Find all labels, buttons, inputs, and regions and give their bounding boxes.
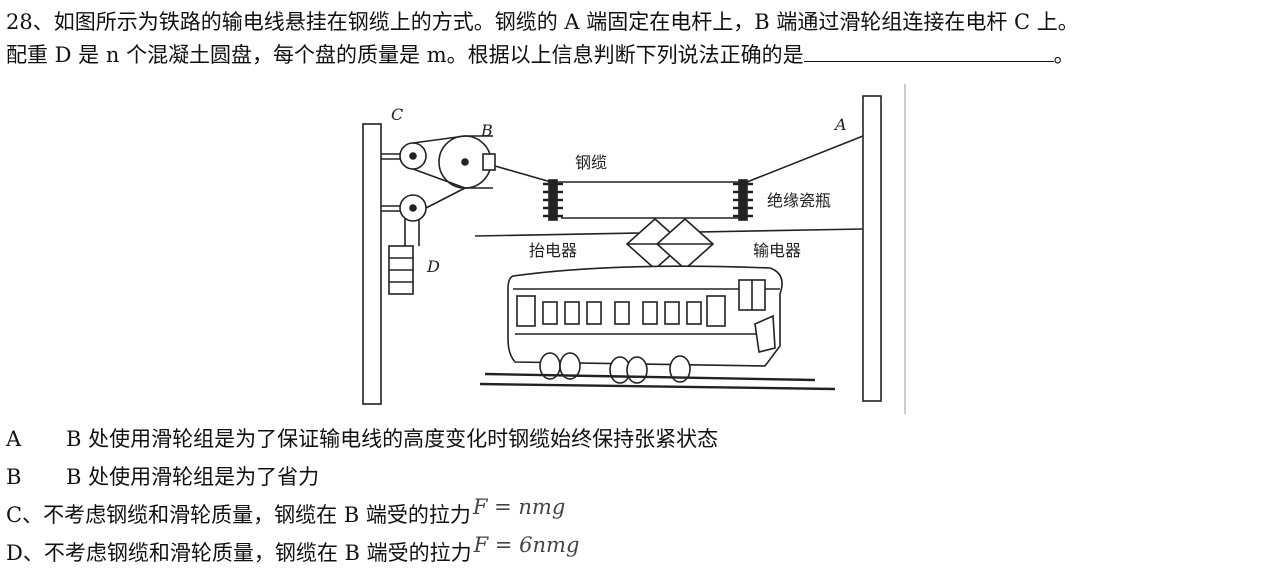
option-a-text: B 处使用滑轮组是为了保证输电线的高度变化时钢缆始终保持张紧状态 xyxy=(66,427,719,451)
option-b-letter: B xyxy=(6,465,22,489)
label-b: B xyxy=(480,121,493,140)
answer-blank[interactable] xyxy=(803,41,1054,62)
pole-a xyxy=(862,95,882,402)
option-b-text: B 处使用滑轮组是为了省力 xyxy=(66,465,320,489)
railway-cable-figure: C B A D 钢缆 绝缘瓷瓶 抬电器 输电器 xyxy=(355,84,910,418)
option-a[interactable]: A B 处使用滑轮组是为了保证输电线的高度变化时钢缆始终保持张紧状态 xyxy=(6,420,1256,458)
answer-options: A B 处使用滑轮组是为了保证输电线的高度变化时钢缆始终保持张紧状态 B B 处使用… xyxy=(6,420,1256,572)
label-d: D xyxy=(426,257,440,276)
option-b[interactable]: B B 处使用滑轮组是为了省力 xyxy=(6,458,1256,496)
rail-upper xyxy=(484,372,816,382)
question-line-2-text: 配重 D 是 n 个混凝土圆盘，每个盘的质量是 m。根据以上信息判断下列说法正确… xyxy=(6,43,804,67)
option-c[interactable]: C、不考虑钢缆和滑轮质量，钢缆在 B 端受的拉力F = nmg xyxy=(6,495,1256,534)
question-line-1: 28、如图所示为铁路的输电线悬挂在钢缆上的方式。钢缆的 A 端固定在电杆上，B … xyxy=(6,10,1079,34)
question-stem: 28、如图所示为铁路的输电线悬挂在钢缆上的方式。钢缆的 A 端固定在电杆上，B … xyxy=(6,6,1256,72)
pole-c xyxy=(362,123,382,405)
option-d[interactable]: D、不考虑钢缆和滑轮质量，钢缆在 B 端受的拉力F = 6nmg xyxy=(6,533,1256,572)
label-pantograph: 抬电器 xyxy=(529,241,577,260)
option-d-formula: F = 6nmg xyxy=(473,533,580,557)
label-cable: 钢缆 xyxy=(575,153,607,172)
option-c-text: C、不考虑钢缆和滑轮质量，钢缆在 B 端受的拉力 xyxy=(6,503,471,527)
rail-lower xyxy=(479,382,836,391)
question-line-2: 配重 D 是 n 个混凝土圆盘，每个盘的质量是 m。根据以上信息判断下列说法正确… xyxy=(6,39,1256,72)
question-line-2-end: 。 xyxy=(1053,43,1075,67)
label-line: 输电器 xyxy=(753,241,801,260)
option-a-letter: A xyxy=(6,427,22,451)
option-c-formula: F = nmg xyxy=(472,495,566,519)
option-d-text: D、不考虑钢缆和滑轮质量，钢缆在 B 端受的拉力 xyxy=(6,541,472,565)
label-a: A xyxy=(833,115,847,134)
label-c: C xyxy=(391,105,403,124)
label-insulator: 绝缘瓷瓶 xyxy=(767,191,831,210)
